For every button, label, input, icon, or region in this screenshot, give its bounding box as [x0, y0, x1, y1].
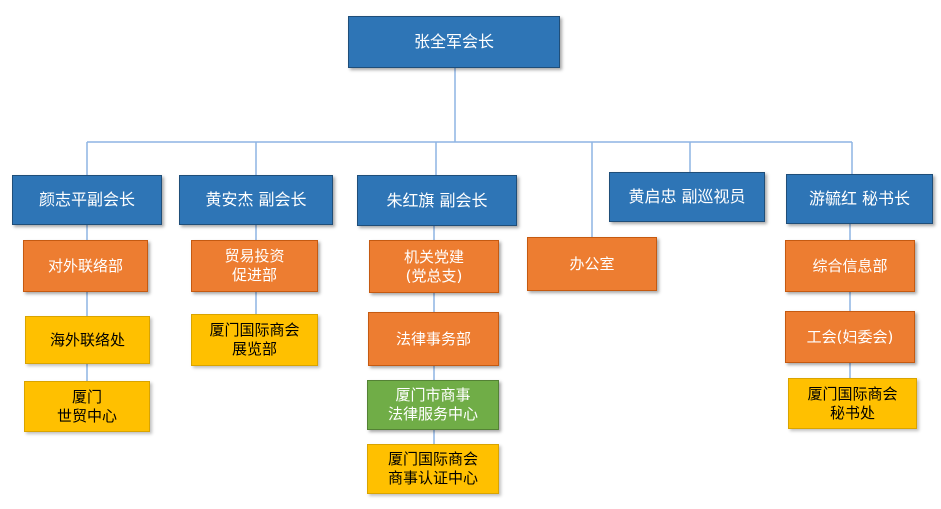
- node-party-branch: 机关党建 (党总支): [369, 240, 499, 293]
- node-trade-dept: 贸易投资 促进部: [191, 240, 318, 292]
- node-legal-service-center: 厦门市商事 法律服务中心: [367, 380, 499, 430]
- node-overseas-office: 海外联络处: [25, 316, 150, 364]
- node-wtc-center: 厦门 世贸中心: [24, 381, 150, 432]
- node-legal-dept: 法律事务部: [368, 312, 499, 366]
- node-vp-yan: 颜志平副会长: [12, 175, 162, 225]
- node-certification-center: 厦门国际商会 商事认证中心: [367, 444, 499, 494]
- node-inspector: 黄启忠 副巡视员: [609, 172, 765, 222]
- node-secretariat: 厦门国际商会 秘书处: [788, 378, 917, 429]
- node-exhibition-dept: 厦门国际商会 展览部: [191, 314, 318, 366]
- node-union: 工会(妇委会): [785, 311, 915, 363]
- node-office: 办公室: [527, 237, 657, 291]
- node-vp-zhu: 朱红旗 副会长: [357, 175, 517, 226]
- node-president: 张全军会长: [348, 16, 560, 68]
- node-info-dept: 综合信息部: [785, 240, 915, 292]
- node-secretary-general: 游毓红 秘书长: [786, 174, 933, 224]
- node-vp-huang: 黄安杰 副会长: [179, 175, 333, 225]
- node-liaison-dept: 对外联络部: [23, 240, 148, 292]
